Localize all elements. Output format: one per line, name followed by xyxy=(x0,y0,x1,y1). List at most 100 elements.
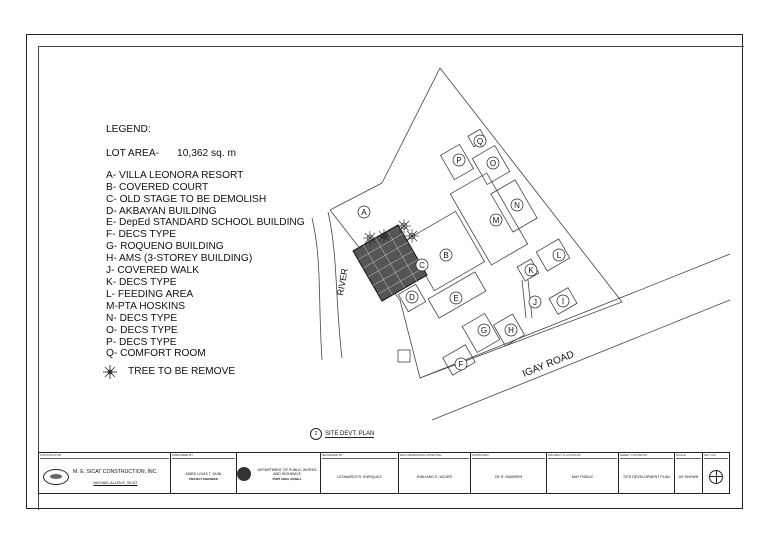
legend-item: K- DECS TYPE xyxy=(106,276,177,288)
guard-house xyxy=(397,349,411,363)
scale-header: SCALE xyxy=(676,453,701,459)
drawing-caption: 2 SITE DEVT. PLAN xyxy=(310,428,375,440)
marker-a: A xyxy=(357,205,371,219)
lot-area: LOT AREA- 10,362 sq. m xyxy=(106,148,305,160)
legend-tree-row: TREE TO BE REMOVE xyxy=(103,364,305,380)
svg-text:Q: Q xyxy=(477,137,483,146)
marker-e: E xyxy=(449,291,463,305)
building-l xyxy=(535,238,571,272)
river-bank-right xyxy=(327,211,343,359)
legend-list: A- VILLA LEONORA RESORT B- COVERED COURT… xyxy=(106,170,305,361)
marker-n: N xyxy=(510,198,524,212)
legend-item: M-PTA HOSKINS xyxy=(106,300,186,312)
lot-area-label: LOT AREA- xyxy=(106,147,160,159)
legend-item: J- COVERED WALK xyxy=(106,265,200,277)
approved-cell: APPROVED DE R. RAMIREN xyxy=(471,453,547,493)
building-g xyxy=(461,312,501,354)
building-d xyxy=(397,283,427,313)
legend-item: A- VILLA LEONORA RESORT xyxy=(106,169,244,181)
legend-item: B- COVERED COURT xyxy=(106,181,209,193)
building-o xyxy=(471,144,511,186)
legend-item: O- DECS TYPE xyxy=(106,324,178,336)
svg-text:I: I xyxy=(562,297,564,306)
marker-o: O xyxy=(486,156,500,170)
legend-item: F- DECS TYPE xyxy=(106,229,177,241)
scale-cell: SCALE AS SHOWN xyxy=(675,453,703,493)
tree-label: TREE TO BE REMOVE xyxy=(128,366,236,378)
legend-title: LEGEND: xyxy=(106,124,151,135)
covered-walk-j xyxy=(521,279,527,319)
legend-item: G- ROQUENO BUILDING xyxy=(106,241,224,253)
building-i xyxy=(548,287,578,315)
contractor-header: CONTRACTOR xyxy=(40,453,169,459)
approved-header: APPROVED xyxy=(472,453,545,459)
trees-to-remove xyxy=(363,219,419,245)
lot-area-value: 10,362 sq. m xyxy=(177,147,236,159)
sheet-contents: SITE DEVELOPMENT PLAN xyxy=(623,474,670,479)
lot-boundary xyxy=(329,67,623,379)
svg-text:K: K xyxy=(528,266,534,275)
legend-item: L- FEEDING AREA xyxy=(106,288,194,300)
marker-j: J xyxy=(528,295,542,309)
department-cell: DEPARTMENT OF PUBLIC WORKS AND HIGHWAYS … xyxy=(237,453,321,493)
scale-value: AS SHOWN xyxy=(678,474,699,479)
department-location: PORT AREA, MANILA xyxy=(272,476,302,481)
svg-text:M: M xyxy=(493,216,500,225)
project-name: MAY PUBLIC xyxy=(571,474,594,479)
marker-f: F xyxy=(454,357,468,371)
title-block: CONTRACTOR M. E. SICAT CONSTRUCTION, INC… xyxy=(38,452,730,494)
legend-item: N- DECS TYPE xyxy=(106,312,178,324)
svg-text:E: E xyxy=(453,294,458,303)
svg-text:H: H xyxy=(508,326,514,335)
svg-text:A: A xyxy=(361,208,367,217)
old-stage-c xyxy=(352,224,428,302)
building-m xyxy=(449,172,529,266)
recommending-header: RECOMMENDING APPROVAL xyxy=(400,453,469,459)
drawing-sheet-border xyxy=(26,34,743,509)
legend-item: H- AMS (3-STOREY BUILDING) xyxy=(106,253,253,265)
reviewed-name: LEONARDO R. ENRIQUEZ xyxy=(337,474,382,479)
caption-number: 2 xyxy=(310,428,322,440)
marker-i: I xyxy=(556,294,570,308)
north-arrow-icon xyxy=(709,469,723,484)
marker-k: K xyxy=(524,263,538,277)
recommending-cell: RECOMMENDING APPROVAL EMILIANO E. MOJER xyxy=(399,453,471,493)
marker-g: G xyxy=(477,323,491,337)
recommending-name: EMILIANO E. MOJER xyxy=(416,474,453,479)
contractor-logo-icon xyxy=(43,468,69,485)
marker-p: P xyxy=(452,153,466,167)
prepared-name: MARK LOUIS T. DUNI xyxy=(185,472,222,476)
building-h xyxy=(492,313,526,347)
caption-title: SITE DEVT. PLAN xyxy=(325,430,375,438)
building-n xyxy=(490,179,538,233)
svg-text:P: P xyxy=(456,156,461,165)
legend-item: E- DepEd STANDARD SCHOOL BUILDING xyxy=(106,217,305,229)
marker-l: L xyxy=(552,248,566,262)
marker-d: D xyxy=(405,290,419,304)
svg-text:C: C xyxy=(419,261,425,270)
svg-text:O: O xyxy=(490,159,496,168)
legend-item: D- AKBAYAN BUILDING xyxy=(106,205,217,217)
reviewed-cell: REVIEWED BY LEONARDO R. ENRIQUEZ xyxy=(321,453,399,493)
sheet-number-header: SHT. NO xyxy=(704,453,728,459)
drawing-frame xyxy=(38,46,744,510)
road-edge-top xyxy=(419,253,731,379)
river-bank-left xyxy=(311,217,323,361)
contractor-cell: CONTRACTOR M. E. SICAT CONSTRUCTION, INC… xyxy=(39,453,171,493)
prepared-role: PROJECT ENGINEER xyxy=(189,477,218,481)
svg-text:D: D xyxy=(409,293,415,302)
legend-item: Q- COMFORT ROOM xyxy=(106,348,206,360)
road-edge-bottom xyxy=(431,299,731,421)
department-seal-icon xyxy=(237,467,251,481)
sheet-number-cell: SHT. NO xyxy=(703,453,729,493)
road-label: IGAY ROAD xyxy=(521,349,576,380)
project-header: PROJECT & LOCATION xyxy=(548,453,617,459)
marker-h: H xyxy=(504,323,518,337)
contractor-person: MICHAEL ALLEN E. SICAT xyxy=(93,480,138,485)
contractor-name: M. E. SICAT CONSTRUCTION, INC. xyxy=(73,468,158,475)
building-p xyxy=(439,143,475,181)
legend: LEGEND: LOT AREA- 10,362 sq. m A- VILLA L… xyxy=(103,124,305,380)
river-label: RIVER xyxy=(335,267,350,296)
sheet-contents-cell: SHEET CONTENTS SITE DEVELOPMENT PLAN xyxy=(619,453,675,493)
